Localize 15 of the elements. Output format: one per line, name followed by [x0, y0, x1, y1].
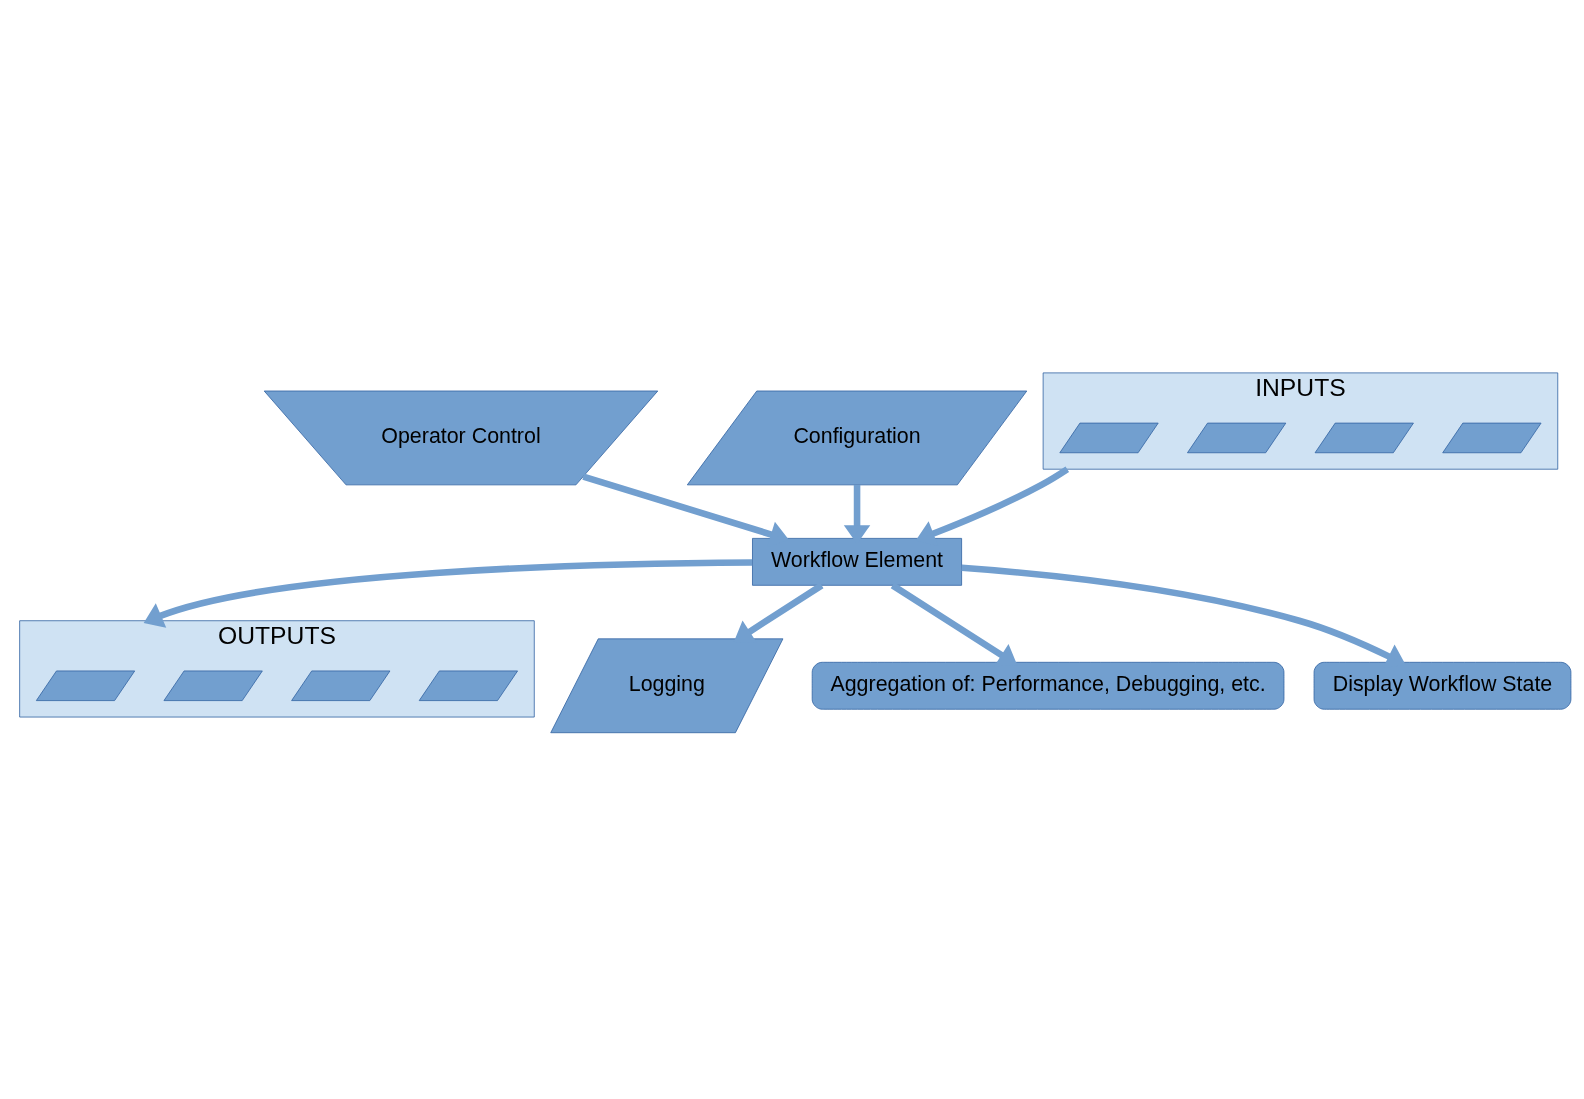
- node-parallelogram: [1187, 422, 1287, 454]
- arrow: [143, 559, 753, 628]
- node-box: Aggregation of: Performance, Debugging, etc.: [811, 661, 1285, 710]
- node-parallelogram: [35, 670, 136, 701]
- node-parallelogram: [1314, 422, 1414, 454]
- node-parallelogram: [291, 670, 391, 701]
- node-parallelogram: [1442, 422, 1542, 454]
- node-parallelogram: [163, 670, 263, 701]
- node-box: Display Workflow State: [1313, 661, 1572, 710]
- cluster: INPUTS: [1042, 372, 1559, 470]
- arrow: [733, 582, 824, 643]
- cluster: OUTPUTS: [19, 620, 535, 718]
- node-box: Workflow Element: [752, 537, 963, 586]
- node-parallelogram: [418, 670, 518, 701]
- node-parallelogram: [1059, 422, 1159, 454]
